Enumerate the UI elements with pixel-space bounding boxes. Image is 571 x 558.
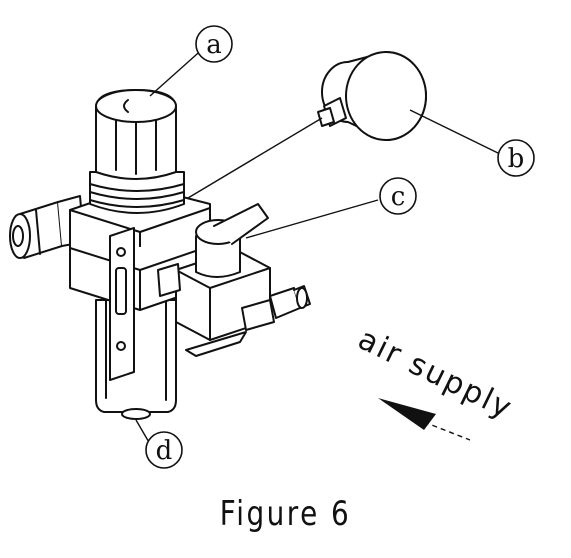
leader-c — [245, 199, 379, 239]
adjustment-knob — [89, 89, 185, 214]
figure-caption: Figure 6 — [219, 494, 352, 534]
callout-b-label: b — [508, 144, 525, 174]
callout-d-label: d — [156, 436, 173, 466]
leader-gauge-body — [187, 117, 323, 199]
callout-c-label: c — [391, 182, 406, 212]
pressure-gauge — [317, 51, 427, 141]
rear-clamp — [157, 263, 247, 357]
leader-a — [149, 45, 207, 97]
leader-b — [409, 109, 501, 155]
callout-circle-a — [195, 25, 233, 63]
callout-circle-b — [497, 139, 535, 177]
airflow-arrow — [378, 398, 471, 441]
callout-a-label: a — [206, 30, 222, 60]
leader-d — [135, 419, 151, 445]
hose-barb — [241, 285, 311, 331]
callout-circle-d — [145, 431, 183, 469]
sight-bracket — [109, 227, 135, 381]
callout-circle-c — [379, 177, 417, 215]
filter-bowl — [95, 299, 177, 420]
air-supply-label: air supply — [352, 322, 518, 427]
